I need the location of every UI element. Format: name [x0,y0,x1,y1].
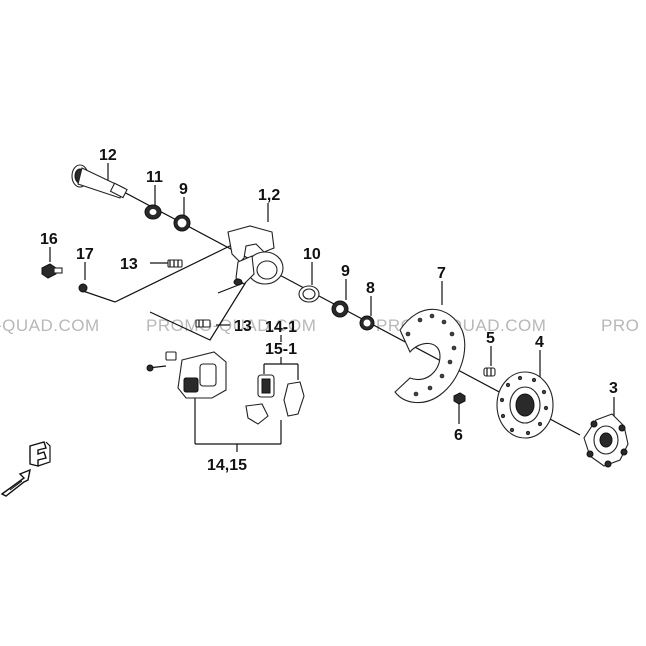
seal-part [359,315,375,331]
brake-disc-part [496,371,554,439]
wheel-hub-part [583,413,629,468]
brake-caliper-part [146,351,227,399]
callout-10: 10 [303,246,321,263]
callout-17: 17 [76,246,94,263]
bearing-part [331,300,349,318]
bolt-16-part [41,263,63,279]
axle-bolt-part [71,164,128,199]
nut-17-part [78,283,88,293]
seal-part [144,204,162,220]
callout-8: 8 [366,280,375,297]
callout-1-2: 1,2 [258,187,280,204]
brake-pads-part [245,374,305,425]
bolt-6-part [453,392,466,405]
watermark-segment: PRO [601,316,639,335]
callout-13-upper: 13 [120,256,138,273]
front-arrow-icon [0,441,51,497]
callout-14-1: 14-1 [265,319,297,336]
callout-15-1: 15-1 [265,341,297,358]
spacer-part [298,285,320,303]
bolt-5-part [483,367,496,377]
callout-13-lower: 13 [234,318,252,335]
callout-12: 12 [99,147,117,164]
callout-4: 4 [535,334,544,351]
disc-guard-part [394,308,466,404]
callout-14-15: 14,15 [207,457,247,474]
callout-6: 6 [454,427,463,444]
callout-9-upper: 9 [179,181,188,198]
callout-7: 7 [437,265,446,282]
callout-9-lower: 9 [341,263,350,280]
callout-16: 16 [40,231,58,248]
callout-5: 5 [486,330,495,347]
steering-knuckle-part [227,225,284,286]
watermark-segment: -QUAD.COM [0,316,100,335]
bolt-13-part [167,259,183,268]
callout-3: 3 [609,380,618,397]
bolt-13-part [195,319,211,328]
watermark: -QUAD.COM PROMO-QUAD.COM PROMO-QUAD.COM … [0,316,639,335]
callout-11: 11 [146,169,163,186]
callout-labels: 12 11 9 1,2 16 17 13 10 9 8 7 13 14-1 15… [40,147,618,474]
bearing-part [173,214,191,232]
